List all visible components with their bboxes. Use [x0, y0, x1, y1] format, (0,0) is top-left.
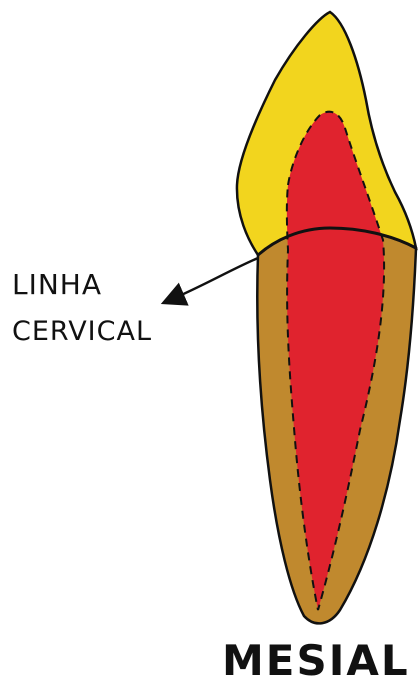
annotation-label-line2: CERVICAL	[12, 316, 152, 347]
pointer-arrow	[170, 258, 258, 300]
annotation-label-line1: LINHA	[12, 268, 102, 301]
view-label: MESIAL	[222, 636, 410, 685]
